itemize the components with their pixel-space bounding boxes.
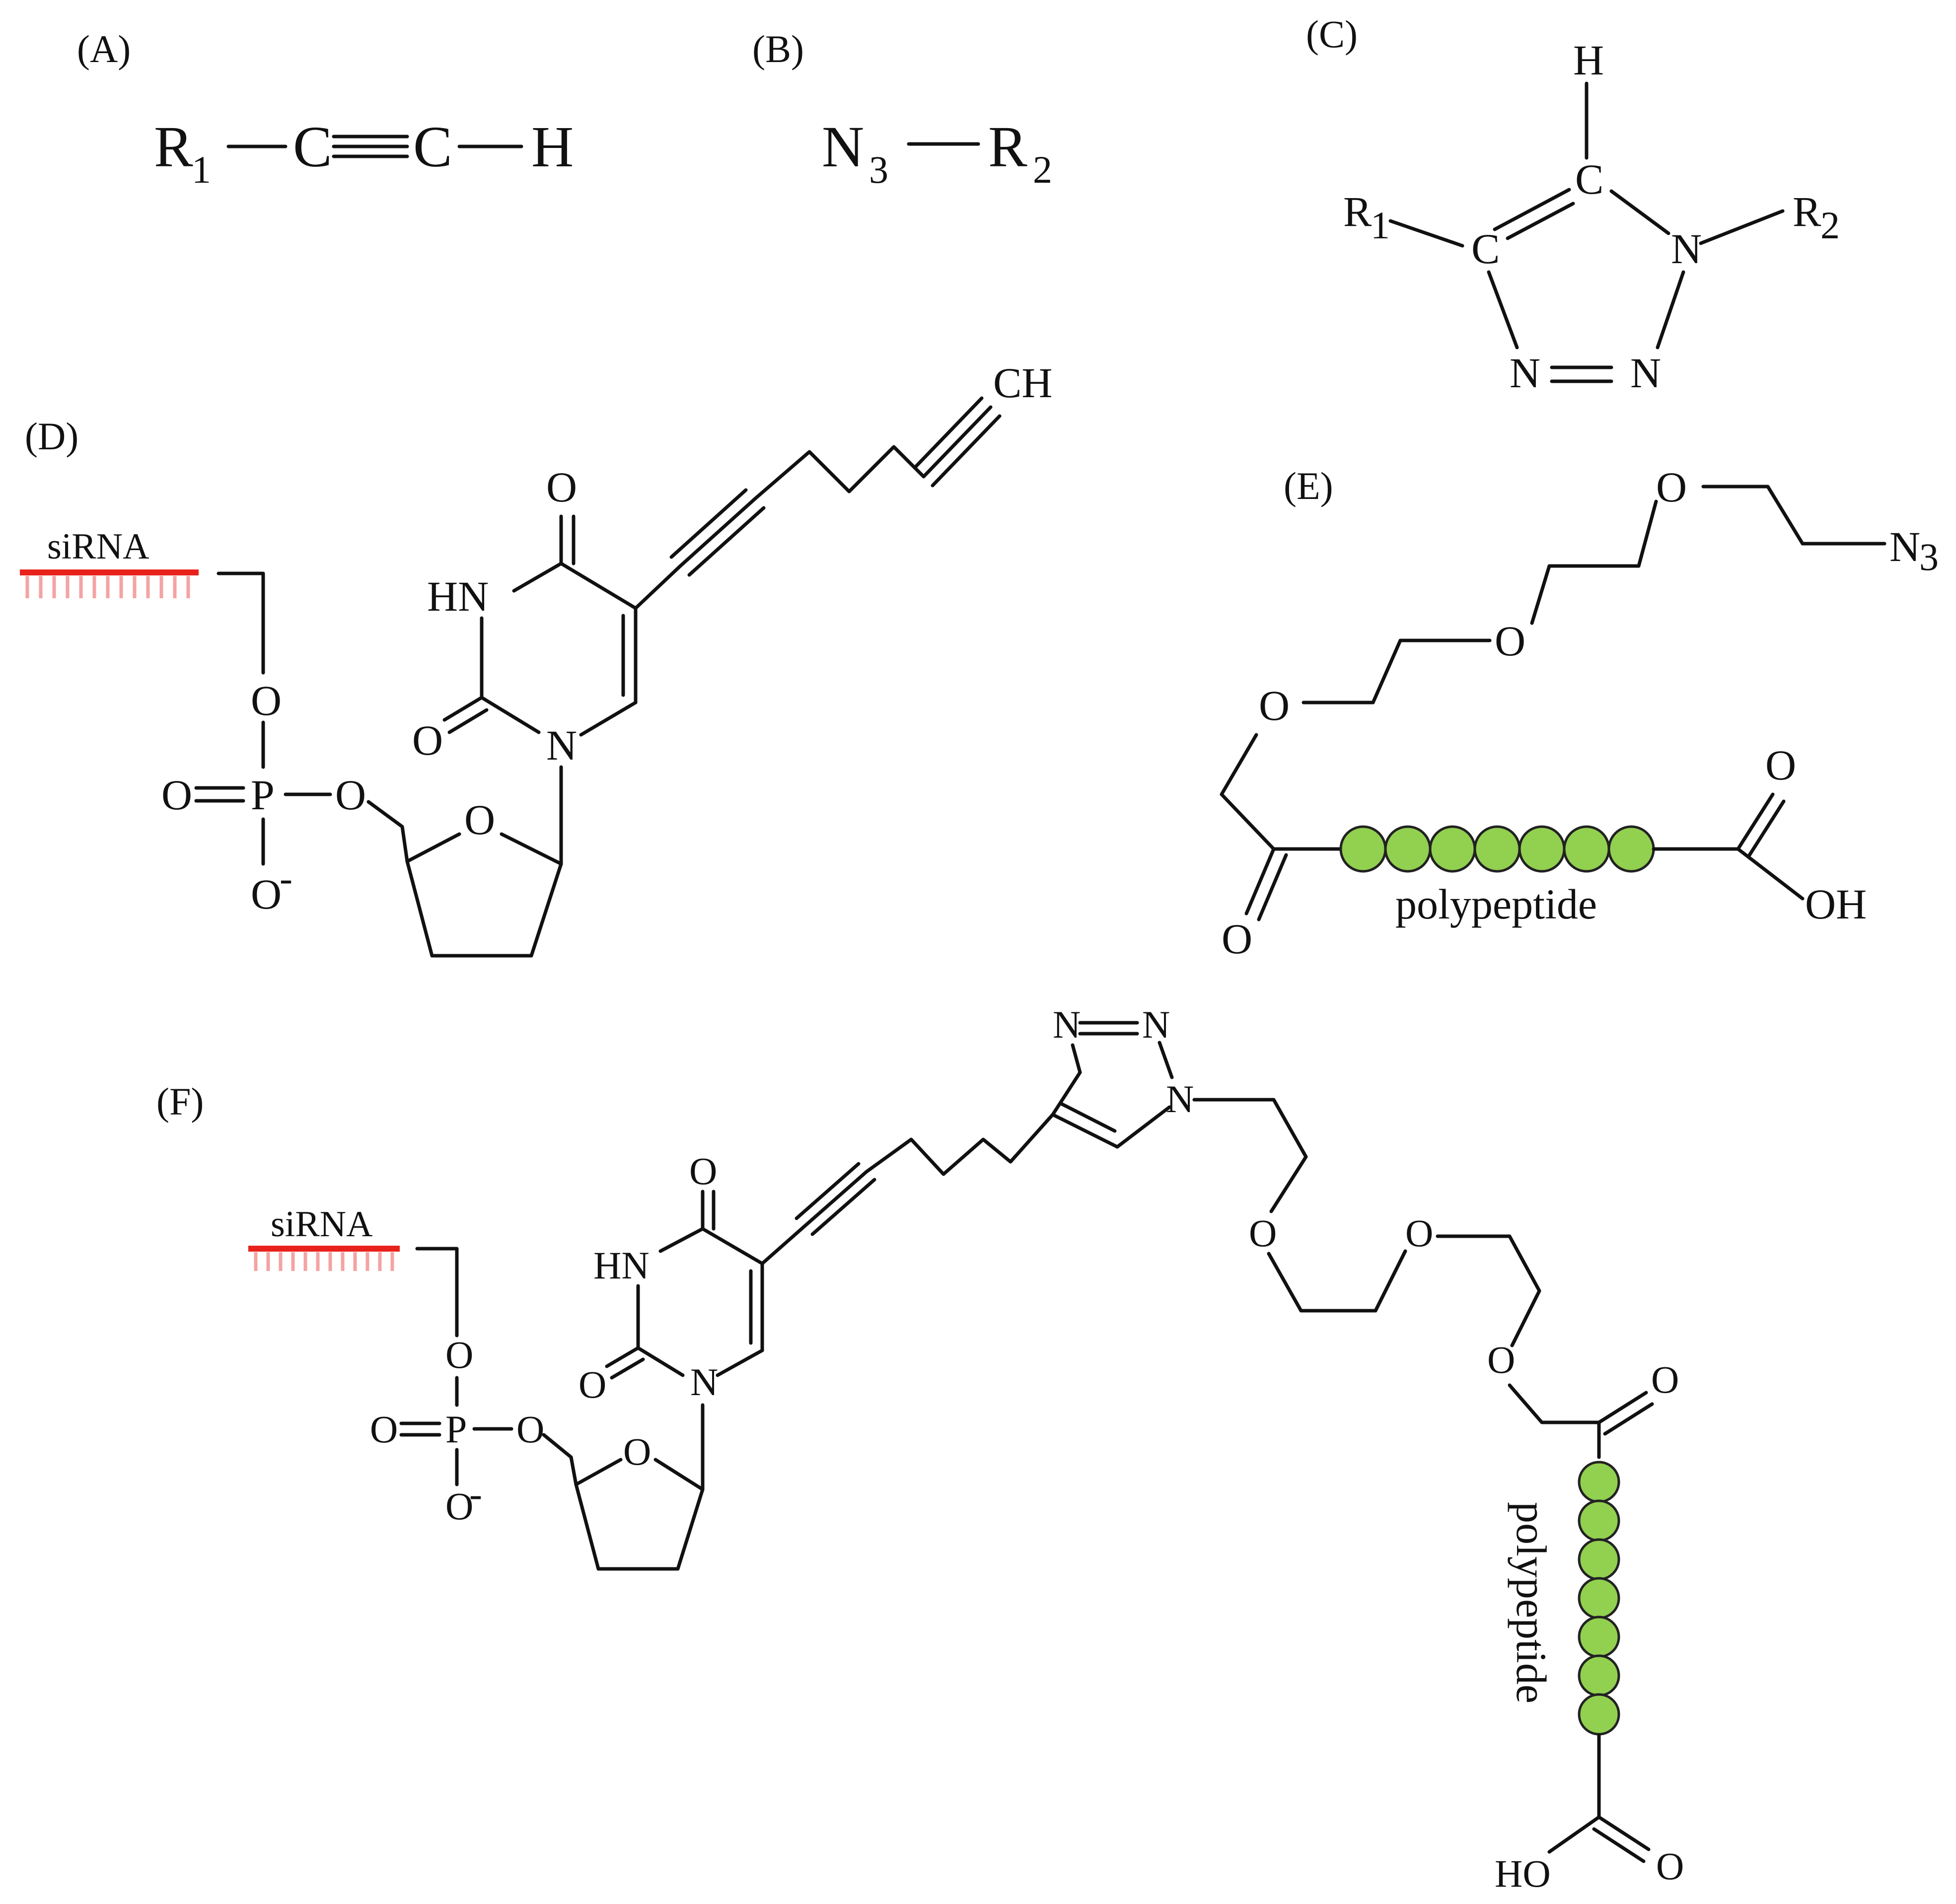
atom-ch: CH [993, 359, 1052, 407]
atom-o-peg-3: O [1656, 463, 1687, 511]
atom-n3-subscript: 3 [1919, 535, 1939, 578]
atom-o-acid: O [1656, 1844, 1684, 1888]
panel-d-alkyne-sirna: siRNA O P O O O - O N [20, 359, 1052, 958]
atom-n1: N [1671, 225, 1702, 273]
atom-r: R [154, 114, 193, 179]
atom-o-double: O [161, 771, 192, 819]
atom-o-minus: O [445, 1484, 473, 1528]
panel-e-azide-peptide: N 3 O O O O polypeptide O OH [1220, 463, 1939, 963]
atom-c1: C [293, 114, 332, 179]
atom-n-bottom-left: N [1510, 349, 1540, 397]
atom-p: P [251, 771, 275, 819]
panel-a-alkyne: R 1 C C H [154, 114, 574, 191]
atom-o-double: O [370, 1408, 398, 1451]
panel-b-azide: N 3 R 2 [822, 114, 1052, 191]
atom-o-carbonyl: O [1222, 915, 1252, 963]
atom-o-acid: O [1765, 741, 1796, 789]
charge-minus: - [469, 1472, 482, 1515]
atom-n-a: N [1053, 1003, 1081, 1046]
atom-o-ester: O [335, 771, 366, 819]
panel-label-c: (C) [1306, 12, 1358, 56]
atom-n1: N [690, 1360, 718, 1404]
panel-label-a: (A) [77, 27, 131, 71]
atom-hn: HN [593, 1244, 650, 1287]
sirna-base-teeth [254, 1252, 394, 1271]
atom-n: N [822, 114, 864, 179]
atom-n-bottom-right: N [1630, 349, 1661, 397]
atom-c2: C [413, 114, 452, 179]
polypeptide-label: polypeptide [1395, 880, 1597, 928]
triple-bond [332, 135, 409, 158]
sirna-label: siRNA [271, 1204, 373, 1245]
sirna-base-teeth [25, 576, 190, 598]
atom-hn: HN [427, 572, 489, 620]
atom-h: H [531, 114, 574, 179]
atom-n-b: N [1142, 1003, 1170, 1046]
atom-o-peg-1: O [1259, 682, 1290, 729]
atom-o-peg-2: O [1495, 617, 1525, 665]
atom-p: P [445, 1408, 467, 1451]
atom-c-top: C [1575, 155, 1603, 203]
atom-c-left: C [1471, 225, 1500, 273]
panel-c-triazole: H C C N N N R 1 R 2 [1343, 36, 1840, 397]
atom-n1: N [546, 721, 577, 769]
atom-o-peg-3: O [1487, 1338, 1515, 1381]
atom-oh: OH [1805, 880, 1867, 928]
atom-n3: N [1889, 523, 1920, 570]
panel-label-f: (F) [156, 1080, 204, 1123]
atom-r1-subscript: 1 [1371, 204, 1390, 247]
atom-n-c: N [1166, 1077, 1194, 1121]
atom-r: R [988, 114, 1027, 179]
polypeptide-beads [1339, 825, 1655, 873]
polypeptide-label: polypeptide [1508, 1502, 1555, 1703]
atom-o-carbonyl-4: O [546, 463, 577, 511]
atom-o-minus: O [251, 870, 282, 918]
atom-o-ring: O [464, 796, 495, 844]
panel-label-d: (D) [25, 415, 78, 458]
atom-n-subscript: 3 [869, 148, 888, 191]
atom-o-linker: O [251, 677, 282, 724]
panel-label-e: (E) [1284, 464, 1333, 507]
charge-minus: - [280, 856, 292, 900]
atom-o-carbonyl-4: O [689, 1149, 717, 1193]
atom-o-ring: O [623, 1430, 651, 1473]
atom-o-peg-2: O [1405, 1211, 1433, 1255]
sirna-label: siRNA [47, 526, 149, 567]
atom-r-subscript: 2 [1033, 148, 1052, 191]
atom-r-subscript: 1 [192, 148, 211, 191]
polypeptide-beads [1578, 1461, 1620, 1736]
atom-r2: R [1793, 188, 1821, 235]
atom-r2-subscript: 2 [1820, 204, 1840, 247]
atom-h: H [1573, 36, 1604, 84]
atom-o-carbonyl-2: O [579, 1363, 606, 1406]
atom-o-peg-1: O [1249, 1211, 1277, 1255]
atom-o-carbonyl: O [1651, 1358, 1679, 1401]
atom-o-linker: O [445, 1333, 473, 1376]
atom-ho: HO [1495, 1852, 1551, 1895]
atom-o-carbonyl-2: O [412, 716, 443, 764]
atom-r1: R [1343, 188, 1372, 235]
panel-label-b: (B) [752, 27, 804, 71]
atom-o-ester: O [516, 1408, 544, 1451]
panel-f-conjugate: siRNA O P O O O - O N [248, 1003, 1684, 1895]
